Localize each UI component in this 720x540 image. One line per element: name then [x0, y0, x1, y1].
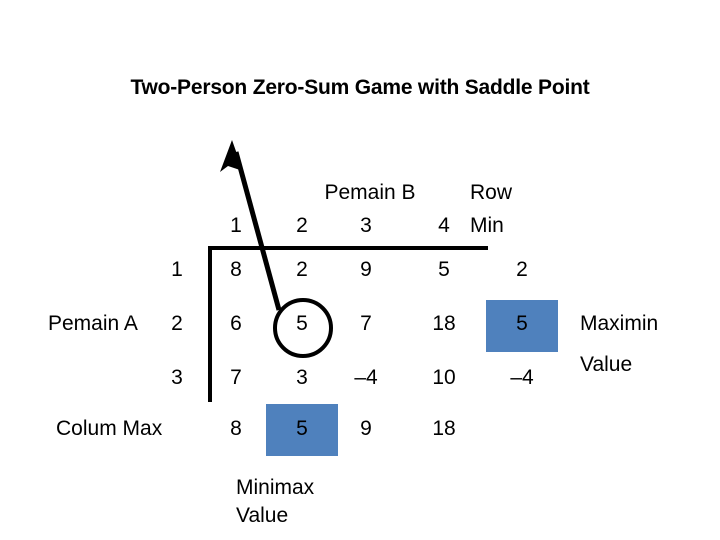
payoff-cell-r3c3: –4 [354, 366, 378, 389]
payoff-cell-r2c2-saddle: 5 [296, 312, 308, 335]
row-header-3: 3 [171, 366, 183, 389]
payoff-cell-r2c3: 7 [360, 312, 372, 335]
row-min-value-1: 2 [516, 258, 528, 281]
annotation-maximin-line2: Value [580, 353, 633, 376]
label-player-a: Pemain A [48, 312, 138, 335]
annotation-minimax-line2: Value [236, 504, 289, 527]
table-left-rule [208, 246, 212, 402]
column-header-1: 1 [230, 214, 242, 237]
column-max-value-2: 5 [296, 417, 308, 440]
annotation-minimax-line1: Minimax [236, 476, 315, 499]
payoff-cell-r2c1: 6 [230, 312, 242, 335]
payoff-cell-r3c2: 3 [296, 366, 308, 389]
payoff-cell-r1c1: 8 [230, 258, 242, 281]
column-max-value-4: 18 [432, 417, 456, 440]
annotation-maximin-line1: Maximin [580, 312, 659, 335]
row-header-1: 1 [171, 258, 183, 281]
payoff-cell-r3c1: 7 [230, 366, 242, 389]
payoff-cell-r1c3: 9 [360, 258, 372, 281]
header-row-min-line2: Min [470, 214, 504, 237]
column-header-2: 2 [296, 214, 308, 237]
row-header-2: 2 [171, 312, 183, 335]
header-player-b: Pemain B [324, 181, 416, 204]
highlight-maximin-cell [486, 300, 558, 352]
row-min-value-3: –4 [510, 366, 534, 389]
column-header-3: 3 [360, 214, 372, 237]
highlight-minimax-cell [266, 404, 338, 456]
label-column-max: Colum Max [56, 417, 163, 440]
saddle-point-circle [273, 298, 333, 358]
row-min-value-2: 5 [516, 312, 528, 335]
payoff-cell-r1c4: 5 [438, 258, 450, 281]
payoff-cell-r1c2: 2 [296, 258, 308, 281]
page-title: Two-Person Zero-Sum Game with Saddle Poi… [130, 76, 590, 99]
column-max-value-3: 9 [360, 417, 372, 440]
column-max-value-1: 8 [230, 417, 242, 440]
payoff-cell-r3c4: 10 [432, 366, 456, 389]
column-header-4: 4 [438, 214, 450, 237]
header-row-min-line1: Row [470, 181, 513, 204]
table-top-rule [210, 246, 488, 250]
payoff-cell-r2c4: 18 [432, 312, 456, 335]
